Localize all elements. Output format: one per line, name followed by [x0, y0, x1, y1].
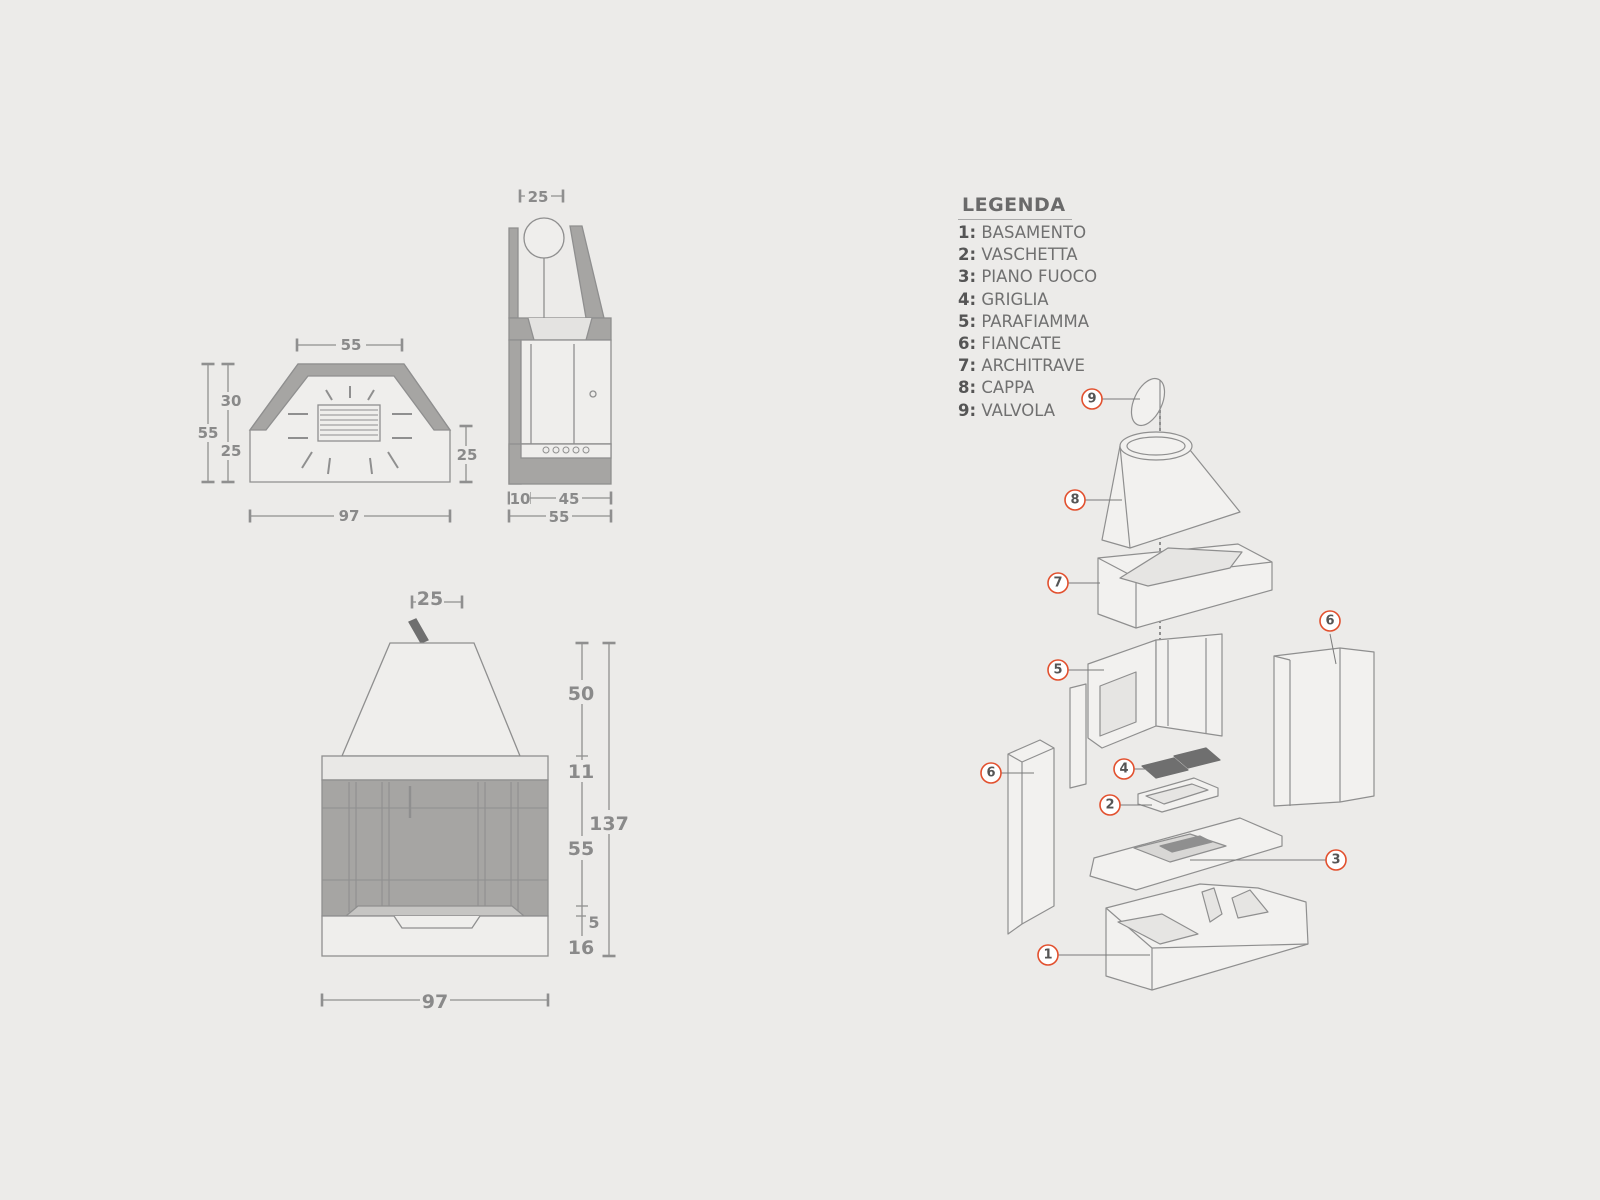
callout-6-left: 6 [980, 762, 1002, 784]
front-base-label: 16 [568, 937, 594, 959]
legend-item-label: FIANCATE [981, 334, 1062, 354]
plan-total-width-label: 97 [339, 507, 360, 525]
plan-total-depth-label: 55 [198, 424, 219, 442]
legend-item-label: VALVOLA [981, 400, 1056, 420]
plan-side-depth-label: 25 [457, 446, 478, 464]
plan-view [201, 338, 473, 523]
legend-item: 5: PARAFIAMMA [958, 311, 1097, 333]
legend-list: 1: BASAMENTO 2: VASCHETTA 3: PIANO FUOCO… [958, 222, 1097, 422]
exploded-view [1001, 377, 1375, 991]
svg-text:1: 1 [1043, 948, 1052, 963]
svg-text:8: 8 [1070, 493, 1079, 508]
svg-text:6: 6 [1325, 614, 1334, 629]
legend-item-number: 8: [958, 378, 977, 398]
legend: LEGENDA 1: BASAMENTO 2: VASCHETTA 3: PIA… [958, 194, 1097, 422]
callout-8: 8 [1064, 489, 1086, 511]
front-flue-label: 25 [417, 588, 443, 610]
right-side-panel-part [1273, 647, 1375, 807]
legend-item: 2: VASCHETTA [958, 244, 1097, 266]
legend-item: 1: BASAMENTO [958, 222, 1097, 244]
front-view [320, 595, 616, 1007]
legend-item: 6: FIANCATE [958, 333, 1097, 355]
front-lintel-label: 11 [568, 761, 594, 783]
svg-text:5: 5 [1053, 663, 1062, 678]
legend-item-label: CAPPA [981, 378, 1035, 398]
legend-item-label: ARCHITRAVE [981, 356, 1085, 376]
callout-5: 5 [1047, 659, 1069, 681]
plan-top-width-label: 55 [341, 336, 362, 354]
lintel-part [1097, 543, 1273, 629]
legend-item: 9: VALVOLA [958, 400, 1097, 422]
legend-item-number: 1: [958, 223, 977, 242]
base-part [1105, 883, 1309, 991]
legend-item-label: GRIGLIA [981, 289, 1049, 309]
front-opening-label: 55 [568, 838, 594, 860]
side-view-dimensions: 25 10 45 55 [510, 187, 582, 526]
legend-item: 3: PIANO FUOCO [958, 266, 1097, 288]
svg-text:9: 9 [1087, 392, 1096, 407]
callout-1: 1 [1037, 944, 1059, 966]
svg-text:6: 6 [986, 766, 995, 781]
legend-item-number: 5: [958, 311, 977, 331]
callout-7: 7 [1047, 572, 1069, 594]
front-view-dimensions: 25 97 50 11 137 55 5 16 [416, 588, 629, 1013]
legend-item-label: BASAMENTO [981, 223, 1087, 242]
side-total-label: 55 [549, 508, 570, 526]
ash-tray-part [1137, 777, 1219, 813]
legend-item-number: 2: [958, 245, 977, 265]
callout-6-right: 6 [1319, 610, 1341, 632]
plan-view-dimensions: 55 97 55 30 25 25 [196, 336, 479, 525]
legend-item: 7: ARCHITRAVE [958, 355, 1097, 377]
side-view [507, 189, 613, 523]
svg-text:3: 3 [1331, 853, 1340, 868]
callout-4: 4 [1113, 758, 1135, 780]
legend-item-number: 4: [958, 289, 977, 309]
grate-part [1141, 747, 1221, 779]
legend-item-number: 9: [958, 400, 977, 420]
legend-item-number: 3: [958, 267, 977, 287]
callout-3: 3 [1325, 849, 1347, 871]
legend-item: 8: CAPPA [958, 377, 1097, 399]
hood-part [1101, 431, 1241, 549]
svg-text:7: 7 [1053, 576, 1062, 591]
svg-text:4: 4 [1119, 762, 1128, 777]
legend-title: LEGENDA [958, 194, 1072, 220]
legend-item-label: VASCHETTA [981, 245, 1078, 265]
side-front-label: 10 [510, 490, 531, 508]
callout-2: 2 [1099, 794, 1121, 816]
fire-screen-part [1069, 633, 1223, 789]
plan-lower-depth-label: 25 [221, 442, 242, 460]
plan-upper-depth-label: 30 [221, 392, 242, 410]
svg-text:2: 2 [1105, 798, 1114, 813]
callout-9: 9 [1081, 388, 1103, 410]
left-side-panel-part [1007, 739, 1055, 935]
valve-part [1130, 377, 1166, 430]
hearth-floor-part [1089, 817, 1283, 891]
legend-item-label: PARAFIAMMA [981, 311, 1090, 331]
side-flue-label: 25 [528, 188, 549, 206]
legend-item-number: 6: [958, 334, 977, 354]
front-hearth-edge-label: 5 [588, 913, 599, 932]
legend-item-label: PIANO FUOCO [981, 267, 1098, 287]
front-width-label: 97 [422, 991, 448, 1013]
front-hood-label: 50 [568, 683, 594, 705]
legend-item: 4: GRIGLIA [958, 289, 1097, 311]
legend-item-number: 7: [958, 356, 977, 376]
side-inner-label: 45 [559, 490, 580, 508]
front-total-height-label: 137 [589, 813, 629, 835]
